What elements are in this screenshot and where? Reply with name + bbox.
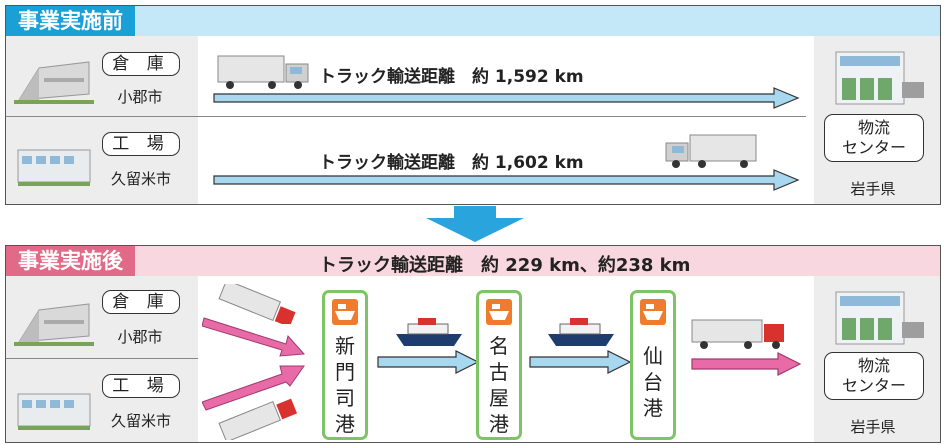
after-panel: 事業実施後 トラック輸送距離 約 229 km、約238 km 倉 庫 小郡市 … <box>5 245 941 443</box>
port-name: 仙 台 港 <box>643 344 663 420</box>
port-name: 名古 屋港 <box>489 334 509 436</box>
before-distance-1: トラック輸送距離 約 1,592 km <box>319 67 584 87</box>
arrow-pink-upper <box>202 317 306 357</box>
before-destination-label: 物流 センター <box>824 114 924 162</box>
arrow-blue-sea-1 <box>377 350 480 374</box>
before-warehouse-city: 小郡市 <box>117 88 163 106</box>
after-warehouse-city: 小郡市 <box>117 328 163 346</box>
truck-icon <box>665 134 757 168</box>
after-factory-label: 工 場 <box>102 374 180 398</box>
ferry-icon <box>548 318 614 346</box>
before-warehouse-label: 倉 庫 <box>102 52 180 76</box>
before-destination-pref: 岩手県 <box>850 180 896 198</box>
down-arrow <box>426 206 524 242</box>
before-factory-label: 工 場 <box>102 132 180 156</box>
destination-name-line1: 物流 <box>857 356 890 375</box>
destination-name-line1: 物流 <box>857 118 890 137</box>
before-row-divider <box>6 116 806 117</box>
before-distance-2: トラック輸送距離 約 1,602 km <box>319 153 584 173</box>
after-destination-pref: 岩手県 <box>850 418 896 436</box>
ship-port-icon <box>332 299 358 325</box>
before-title: 事業実施前 <box>6 6 135 36</box>
ship-port-icon <box>486 299 512 325</box>
truck-icon <box>218 398 298 440</box>
port-shinmoji: 新門 司港 <box>322 290 368 440</box>
arrow-blue-sea-2 <box>529 350 632 374</box>
arrow-pink-lower <box>202 365 305 411</box>
factory-illustration <box>17 149 91 186</box>
port-name: 新門 司港 <box>335 334 355 436</box>
logistics-center-illustration <box>835 291 924 345</box>
port-sendai: 仙 台 港 <box>630 290 676 440</box>
after-warehouse-label: 倉 庫 <box>102 290 180 314</box>
ship-port-icon <box>640 299 666 325</box>
factory-illustration <box>17 393 91 430</box>
after-distance: トラック輸送距離 約 229 km、約238 km <box>319 255 691 276</box>
warehouse-illustration <box>14 303 94 346</box>
arrow-pink-final <box>691 352 802 376</box>
before-panel: 事業実施前 倉 庫 小郡市 工 場 久留米市 トラック輸送距離 約 1,592 … <box>5 5 941 205</box>
truck-icon <box>691 319 784 349</box>
after-row-divider <box>6 358 198 359</box>
destination-name-line2: センター <box>841 376 906 395</box>
truck-icon <box>218 284 296 324</box>
arrow-blue-1 <box>213 87 800 109</box>
after-destination-label: 物流 センター <box>824 352 924 400</box>
logistics-center-illustration <box>835 51 924 105</box>
before-header-band <box>6 6 940 36</box>
after-title: 事業実施後 <box>6 246 135 276</box>
warehouse-illustration <box>14 61 94 104</box>
ferry-icon <box>396 318 462 346</box>
arrow-blue-2 <box>213 169 800 191</box>
before-factory-city: 久留米市 <box>110 170 171 188</box>
truck-icon <box>217 55 309 89</box>
destination-name-line2: センター <box>841 138 906 157</box>
after-header-band <box>6 246 940 276</box>
after-factory-city: 久留米市 <box>110 412 171 430</box>
port-nagoya: 名古 屋港 <box>476 290 522 440</box>
